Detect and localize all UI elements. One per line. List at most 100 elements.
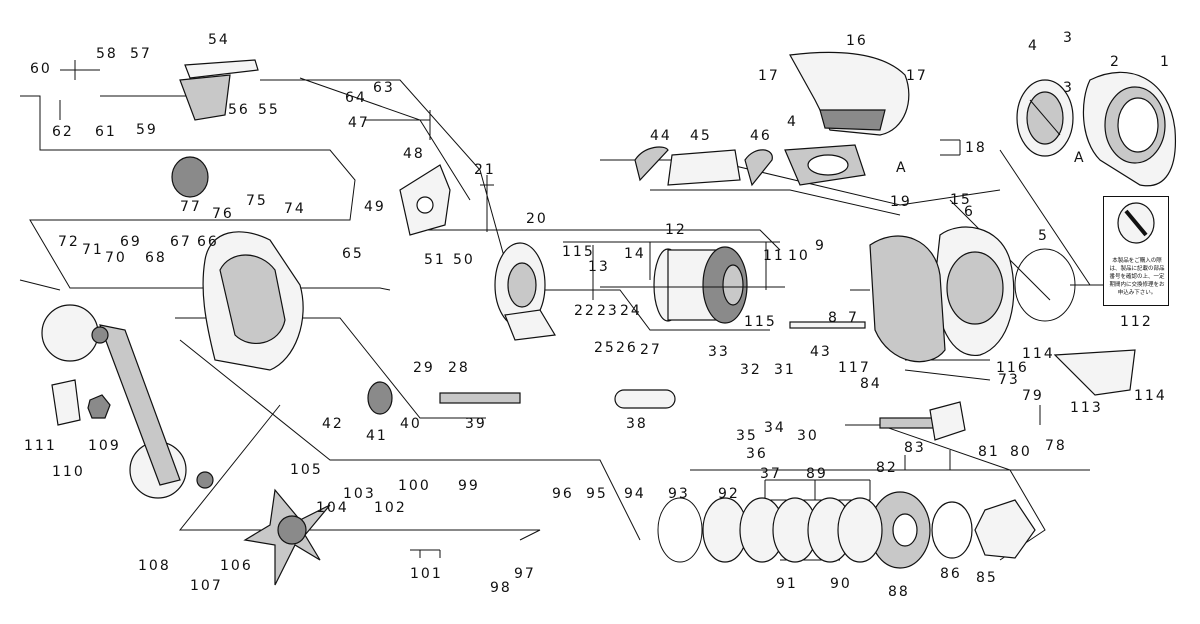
part-label-47: 47 (348, 115, 370, 131)
part-label-29: 29 (413, 360, 435, 376)
part-label-115b: 115 (744, 314, 777, 330)
part-label-40: 40 (400, 416, 422, 432)
part-label-71: 71 (82, 242, 104, 258)
part-label-102: 102 (374, 500, 407, 516)
part-label-86: 86 (940, 566, 962, 582)
part-label-28: 28 (448, 360, 470, 376)
part-label-76: 76 (212, 206, 234, 222)
part-label-56: 56 (228, 102, 250, 118)
part-label-13: 13 (588, 259, 610, 275)
part-label-51: 51 (424, 252, 446, 268)
part-label-6: 6 (964, 204, 975, 220)
part-label-106: 106 (220, 558, 253, 574)
part-label-64: 64 (345, 90, 367, 106)
part-label-20: 20 (526, 211, 548, 227)
part-label-81: 81 (978, 444, 1000, 460)
part-label-11: 11 (763, 248, 785, 264)
part-label-27: 27 (640, 342, 662, 358)
part-label-70: 70 (105, 250, 127, 266)
part-label-32: 32 (740, 362, 762, 378)
part-label-14: 14 (624, 246, 646, 262)
part-label-69: 69 (120, 234, 142, 250)
part-label-49: 49 (364, 199, 386, 215)
part-label-3a: 3 (1063, 30, 1074, 46)
part-label-88: 88 (888, 584, 910, 600)
part-label-100: 100 (398, 478, 431, 494)
part-label-19: 19 (890, 194, 912, 210)
part-label-92: 92 (718, 486, 740, 502)
part-label-97: 97 (514, 566, 536, 582)
part-label-79: 79 (1022, 388, 1044, 404)
part-label-60: 60 (30, 61, 52, 77)
part-label-83: 83 (904, 440, 926, 456)
part-label-21: 21 (474, 162, 496, 178)
part-label-110: 110 (52, 464, 85, 480)
part-label-104: 104 (316, 500, 349, 516)
part-label-46: 46 (750, 128, 772, 144)
part-label-61: 61 (95, 124, 117, 140)
spool-icon (1117, 202, 1155, 244)
part-label-103: 103 (343, 486, 376, 502)
part-label-23: 23 (597, 303, 619, 319)
part-label-A2: A (1074, 150, 1086, 166)
part-label-38: 38 (626, 416, 648, 432)
part-label-9: 9 (815, 238, 826, 254)
part-label-113: 113 (1070, 400, 1103, 416)
part-label-72: 72 (58, 234, 80, 250)
part-label-5: 5 (1038, 228, 1049, 244)
part-label-18: 18 (965, 140, 987, 156)
part-label-99: 99 (458, 478, 480, 494)
part-label-4a: 4 (1028, 38, 1039, 54)
part-label-114a: 114 (1022, 346, 1055, 362)
part-label-45: 45 (690, 128, 712, 144)
part-label-39: 39 (465, 416, 487, 432)
part-number-labels: 1 2 3 3 4 4 5 6 7 8 9 10 11 12 13 14 15 … (24, 30, 1171, 600)
part-label-43: 43 (810, 344, 832, 360)
part-label-98: 98 (490, 580, 512, 596)
part-label-109: 109 (88, 438, 121, 454)
part-label-59: 59 (136, 122, 158, 138)
part-label-34: 34 (764, 420, 786, 436)
part-label-68: 68 (145, 250, 167, 266)
part-label-55: 55 (258, 102, 280, 118)
part-label-91: 91 (776, 576, 798, 592)
part-label-116: 116 (996, 360, 1029, 376)
part-label-78: 78 (1045, 438, 1067, 454)
part-label-1: 1 (1160, 54, 1171, 70)
part-label-24: 24 (620, 303, 642, 319)
part-label-101: 101 (410, 566, 443, 582)
part-label-96: 96 (552, 486, 574, 502)
part-label-107: 107 (190, 578, 223, 594)
part-label-67: 67 (170, 234, 192, 250)
part-label-73: 73 (998, 372, 1020, 388)
part-label-95: 95 (586, 486, 608, 502)
part-label-111: 111 (24, 438, 57, 454)
part-label-115a: 115 (562, 244, 595, 260)
part-label-82: 82 (876, 460, 898, 476)
part-label-41: 41 (366, 428, 388, 444)
part-label-36: 36 (746, 446, 768, 462)
part-label-74: 74 (284, 201, 306, 217)
part-label-94: 94 (624, 486, 646, 502)
part-label-63: 63 (373, 80, 395, 96)
part-label-4b: 4 (787, 114, 798, 130)
part-label-17b: 17 (906, 68, 928, 84)
part-label-108: 108 (138, 558, 171, 574)
part-label-25: 25 (594, 340, 616, 356)
part-label-3b: 3 (1063, 80, 1074, 96)
part-shapes (41, 51, 1177, 586)
part-label-33: 33 (708, 344, 730, 360)
part-label-37: 37 (760, 466, 782, 482)
part-label-2: 2 (1110, 54, 1121, 70)
part-label-30: 30 (797, 428, 819, 444)
part-label-112: 112 (1120, 314, 1153, 330)
part-label-75: 75 (246, 193, 268, 209)
part-label-54: 54 (208, 32, 230, 48)
part-label-89: 89 (806, 466, 828, 482)
part-label-84: 84 (860, 376, 882, 392)
part-label-85: 85 (976, 570, 998, 586)
part-label-16: 16 (846, 33, 868, 49)
part-label-62: 62 (52, 124, 74, 140)
part-label-57: 57 (130, 46, 152, 62)
